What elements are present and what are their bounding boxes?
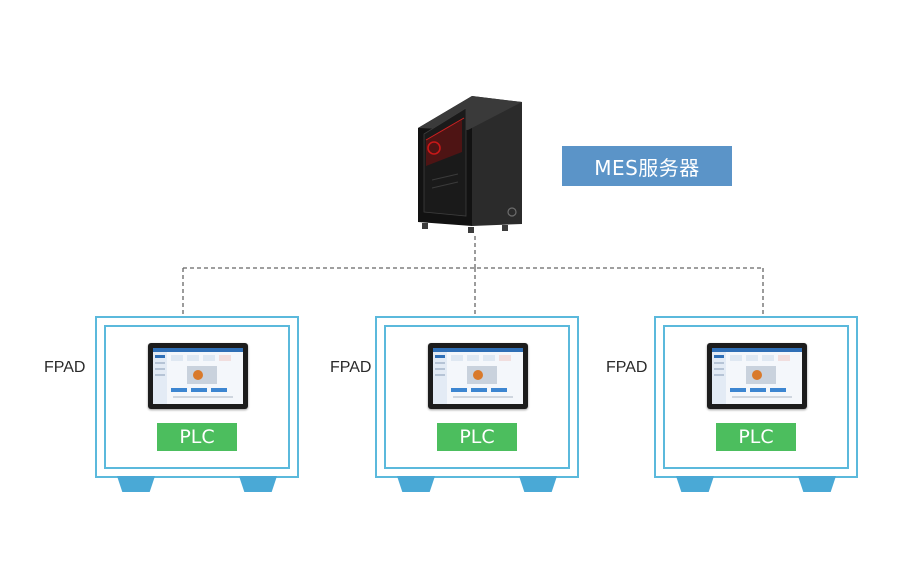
tablet-screen-icon: [428, 343, 528, 409]
machine-frame: PLC: [654, 316, 858, 478]
fpad-label-3: FPAD: [606, 359, 648, 376]
fpad-label-2: FPAD: [330, 359, 372, 376]
machine-foot: [397, 476, 435, 492]
plc-label-1: PLC: [157, 423, 237, 451]
machine-foot: [798, 476, 836, 492]
tablet-screen-icon: [707, 343, 807, 409]
machine-3: PLC: [654, 316, 858, 492]
machine-inner-frame: [663, 325, 849, 469]
machine-1: PLC: [95, 316, 299, 492]
machine-frame: PLC: [95, 316, 299, 478]
tablet-screen-icon: [148, 343, 248, 409]
machine-foot: [117, 476, 155, 492]
plc-label-2: PLC: [437, 423, 517, 451]
machine-foot: [519, 476, 557, 492]
server-label: MES服务器: [562, 146, 732, 186]
machine-inner-frame: [104, 325, 290, 469]
machine-foot: [676, 476, 714, 492]
machine-frame: PLC: [375, 316, 579, 478]
plc-label-3: PLC: [716, 423, 796, 451]
server-tower-icon: [418, 96, 522, 233]
machine-2: PLC: [375, 316, 579, 492]
machine-foot: [239, 476, 277, 492]
fpad-label-1: FPAD: [44, 359, 86, 376]
machine-inner-frame: [384, 325, 570, 469]
